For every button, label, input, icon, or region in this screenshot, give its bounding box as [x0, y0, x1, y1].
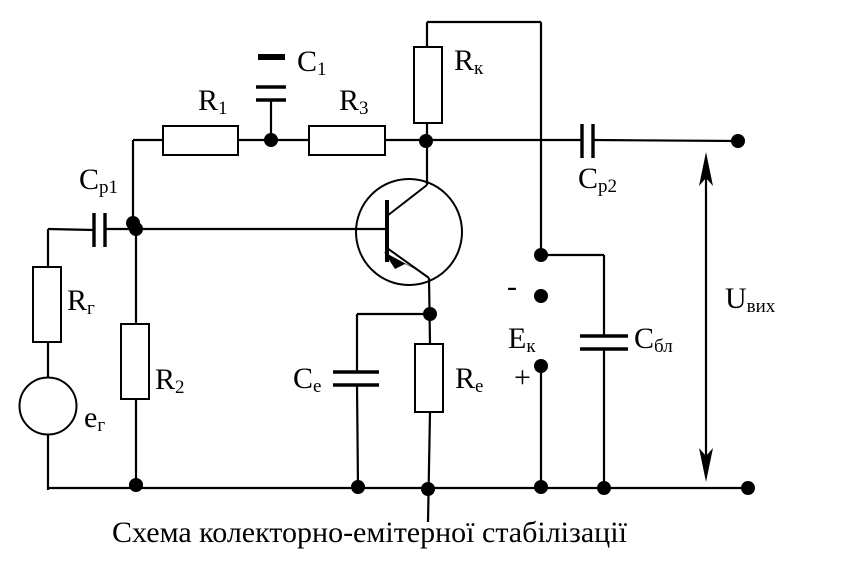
capacitor-c1 [256, 54, 286, 102]
resistor-r3 [308, 125, 386, 156]
label-ce: Cе [293, 362, 321, 397]
generator-source [18, 376, 78, 436]
transistor-npn [355, 178, 463, 286]
junction-dots [126, 133, 611, 496]
label-minus: - [507, 270, 517, 303]
resistor-r1 [162, 125, 239, 156]
output-voltage-arrow [699, 152, 713, 482]
label-r1: R1 [198, 84, 228, 119]
label-r3: R3 [339, 84, 369, 119]
label-c1: C1 [297, 45, 327, 80]
resistor-re [414, 343, 444, 413]
label-ek: Eк [508, 322, 536, 357]
terminals [534, 134, 755, 495]
label-cbl: Cбл [634, 322, 673, 357]
capacitor-cp2 [580, 124, 595, 158]
resistor-rg [32, 266, 62, 343]
resistor-r2 [120, 323, 150, 400]
label-uout: Uвих [725, 282, 776, 317]
wires [46, 20, 748, 523]
label-cp2: Cр2 [578, 162, 617, 197]
resistor-rk [413, 46, 443, 124]
figure-caption: Схема колекторно-емітерної стабілізації [112, 516, 628, 549]
label-plus: + [514, 361, 531, 394]
capacitor-ce [333, 370, 379, 387]
capacitor-cp1 [92, 213, 107, 247]
label-rk: Rк [454, 44, 484, 79]
capacitor-cbl [580, 334, 628, 351]
label-cp1: Cр1 [79, 163, 118, 198]
label-eg: eг [84, 401, 105, 436]
label-re: Rе [455, 362, 483, 397]
label-rg: Rг [67, 284, 95, 319]
label-r2: R2 [155, 363, 185, 398]
